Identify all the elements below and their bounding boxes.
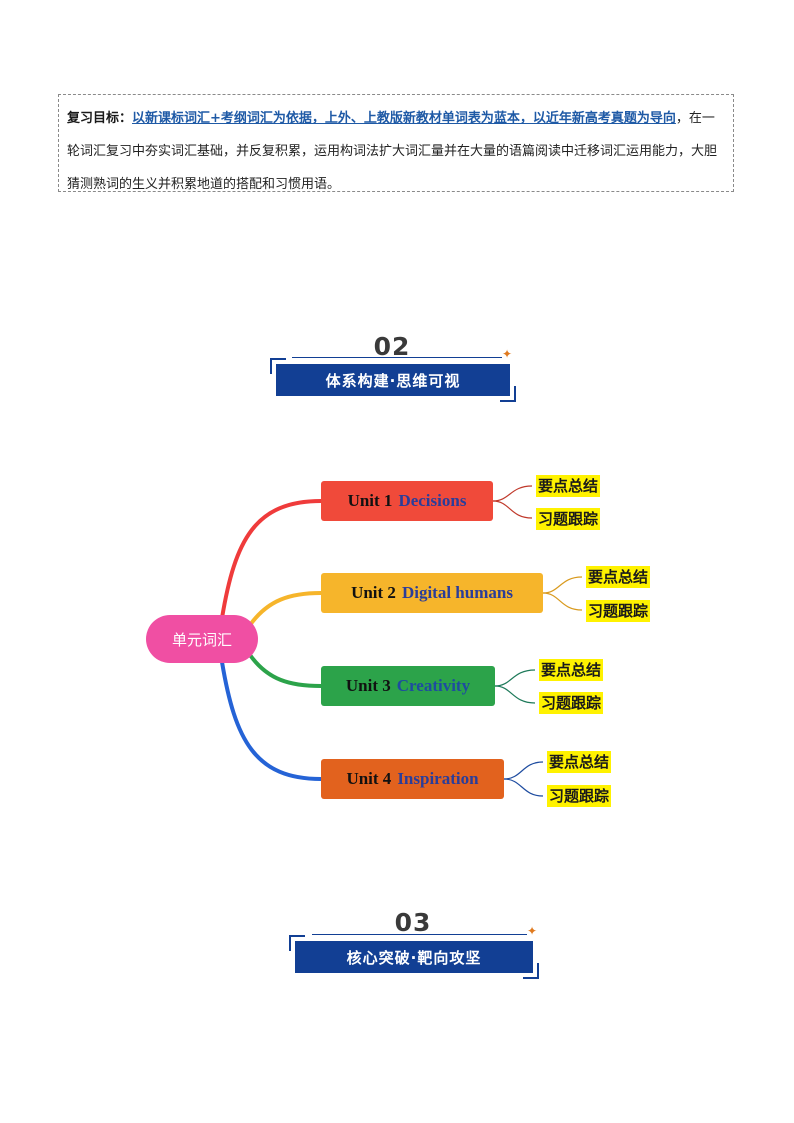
- goal-highlight-text: 以新课标词汇+考纲词汇为依据，上外、上教版新教材单词表为蓝本，以近年新高考真题为…: [132, 111, 676, 126]
- branch-unit-1: [220, 499, 322, 619]
- leaf-link-2a: [542, 576, 583, 594]
- unit-2-node: Unit 2 Digital humans: [321, 573, 543, 613]
- review-goal-box: 复习目标：以新课标词汇+考纲词汇为依据，上外、上教版新教材单词表为蓝本，以近年新…: [58, 94, 734, 192]
- leaf-link-4a: [503, 761, 544, 780]
- goal-label: 复习目标：: [67, 111, 133, 126]
- branch-unit-2: [248, 591, 322, 627]
- unit-4-leaf-summary: 要点总结: [547, 751, 612, 773]
- unit-2-leaf-summary: 要点总结: [586, 566, 651, 588]
- unit-1-leaf-summary: 要点总结: [536, 475, 601, 497]
- unit-3-node: Unit 3 Creativity: [321, 666, 495, 706]
- unit-4-node: Unit 4 Inspiration: [321, 759, 504, 799]
- branch-unit-4: [220, 661, 322, 781]
- section-3-number: 03: [394, 908, 432, 937]
- unit-1-name: Decisions: [398, 491, 467, 510]
- leaf-link-1a: [492, 485, 533, 502]
- unit-1-number: Unit 1: [347, 491, 393, 510]
- section-3-title: 核心突破·靶向攻坚: [289, 935, 539, 979]
- unit-2-number: Unit 2: [351, 583, 396, 602]
- sparkle-icon: ✦: [502, 347, 513, 361]
- unit-4-number: Unit 4: [346, 769, 392, 788]
- unit-1-node: Unit 1 Decisions: [321, 481, 493, 521]
- unit-2-name: Digital humans: [401, 583, 513, 602]
- leaf-link-3a: [494, 669, 536, 687]
- unit-3-number: Unit 3: [345, 676, 391, 695]
- unit-3-leaf-summary: 要点总结: [539, 659, 604, 681]
- leaf-link-4b: [503, 778, 544, 797]
- section-2-top-line: [292, 357, 502, 358]
- unit-3-name: Creativity: [396, 676, 471, 695]
- goal-body-text: ，在一轮词汇复习中夯实词汇基础，并反复积累，运用构词法扩大词汇量并在大量的语篇阅…: [67, 111, 718, 192]
- section-2-title: 体系构建·思维可视: [270, 358, 516, 402]
- section-2-number: 02: [373, 332, 411, 361]
- unit-4-name: Inspiration: [397, 769, 479, 788]
- leaf-link-2b: [542, 592, 583, 611]
- branch-unit-3: [248, 653, 322, 688]
- unit-3-leaf-practice: 习题跟踪: [539, 692, 604, 714]
- sparkle-icon: ✦: [527, 924, 538, 938]
- section-3-top-line: [312, 934, 527, 935]
- unit-1-leaf-practice: 习题跟踪: [536, 508, 601, 530]
- leaf-link-3b: [494, 685, 536, 704]
- mindmap-root: 单元词汇: [146, 615, 258, 663]
- unit-2-leaf-practice: 习题跟踪: [586, 600, 651, 622]
- unit-4-leaf-practice: 习题跟踪: [547, 785, 612, 807]
- leaf-link-1b: [492, 500, 533, 519]
